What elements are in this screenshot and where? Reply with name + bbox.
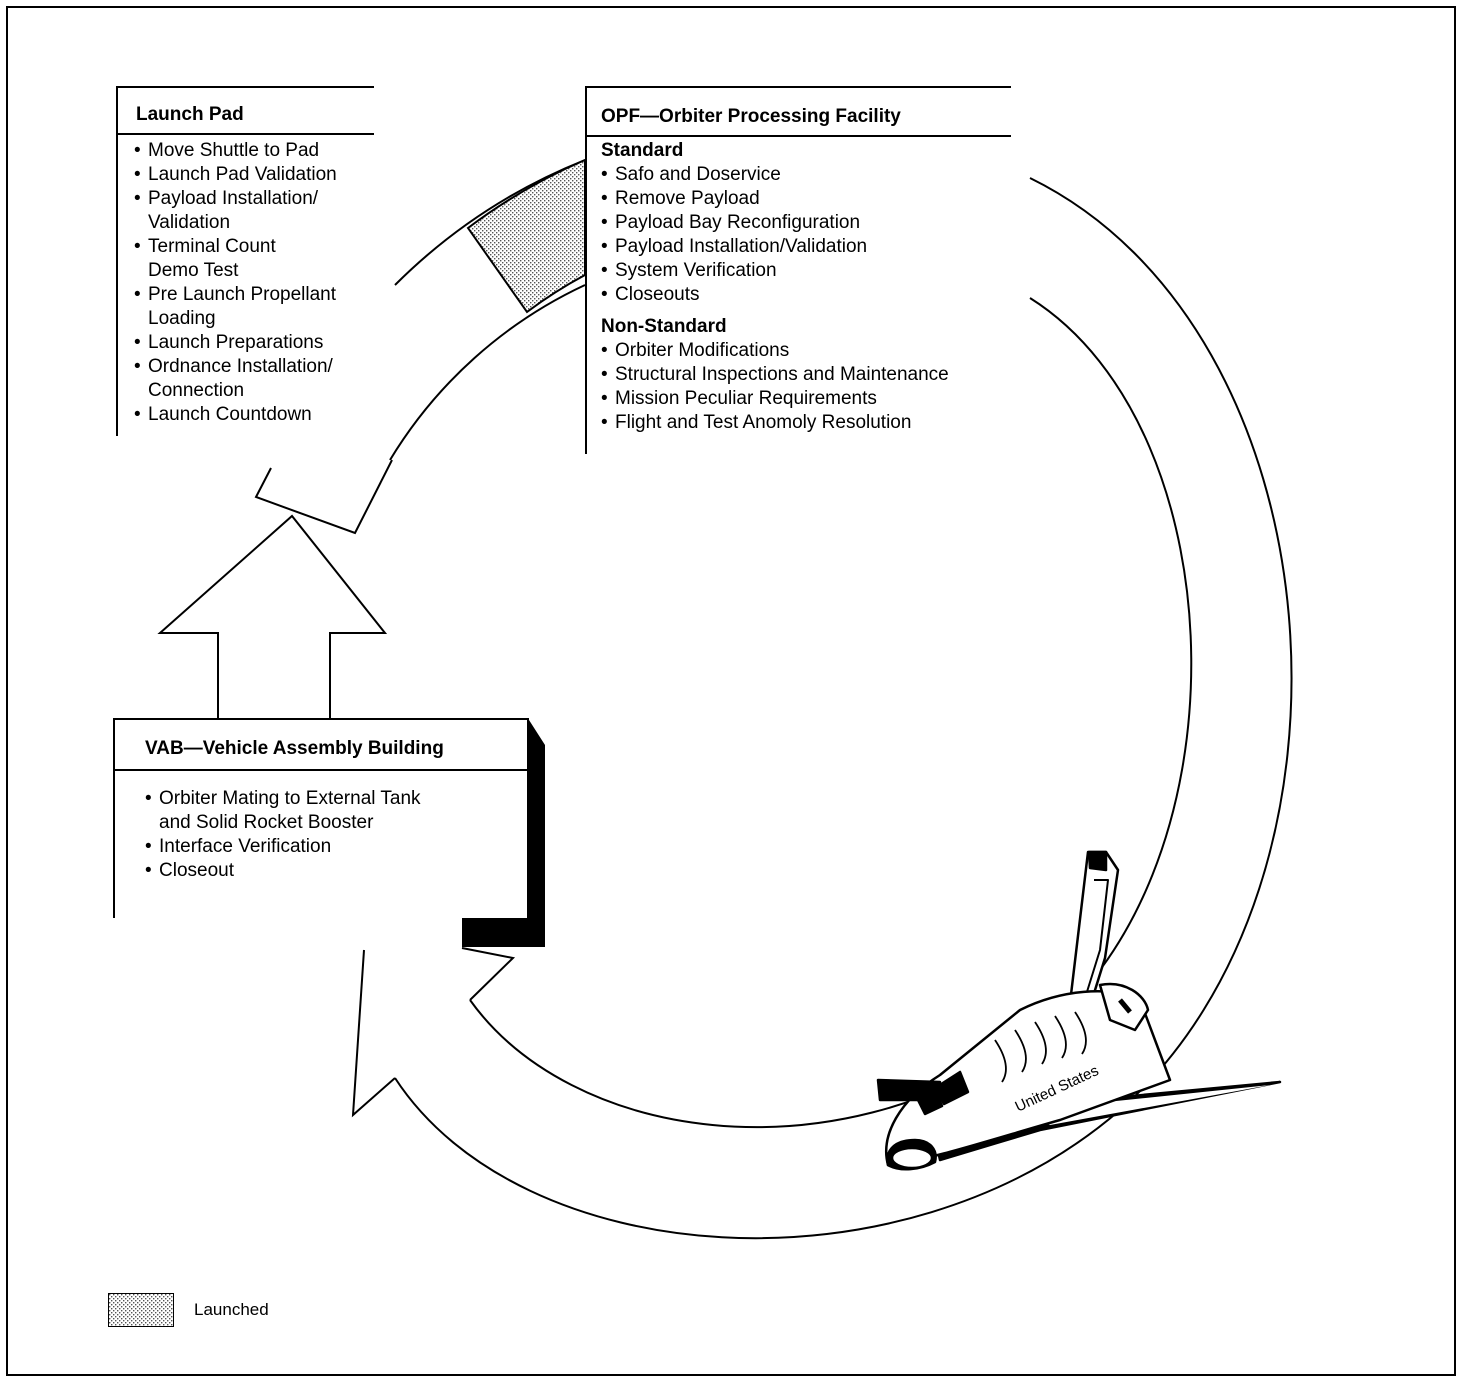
opf-non-standard-task-item: Flight and Test Anomoly Resolution bbox=[601, 411, 1001, 435]
figure-frame bbox=[6, 6, 1456, 1376]
opf-standard-task-item: Closeouts bbox=[601, 283, 1001, 307]
opf-non-standard-task-item: Structural Inspections and Maintenance bbox=[601, 363, 1001, 387]
launch-pad-task-item: Move Shuttle to Pad bbox=[134, 139, 366, 163]
vab-task-item: Interface Verification bbox=[145, 835, 527, 859]
vab-task-item: Closeout bbox=[145, 859, 527, 883]
arrowhead-into-vab bbox=[351, 947, 516, 1118]
opf-box: OPF—Orbiter Processing Facility Standard… bbox=[585, 86, 1011, 454]
launch-pad-task-item: Ordnance Installation/ Connection bbox=[134, 355, 366, 403]
launch-pad-task-item: Payload Installation/ Validation bbox=[134, 187, 366, 235]
launched-segment bbox=[466, 158, 586, 314]
opf-non-standard-task-item: Mission Peculiar Requirements bbox=[601, 387, 1001, 411]
vab-task-list: Orbiter Mating to External Tank and Soli… bbox=[115, 771, 527, 883]
launch-pad-task-item: Launch Pad Validation bbox=[134, 163, 366, 187]
opf-standard-task-item: System Verification bbox=[601, 259, 1001, 283]
space-shuttle-illustration bbox=[876, 850, 1282, 1171]
legend-launched-swatch bbox=[108, 1293, 174, 1327]
opf-standard-task-item: Payload Bay Reconfiguration bbox=[601, 211, 1001, 235]
opf-standard-task-list: Safo and DoserviceRemove PayloadPayload … bbox=[601, 163, 1001, 307]
launch-pad-task-item: Pre Launch Propellant Loading bbox=[134, 283, 366, 331]
arrowhead-into-launch-pad bbox=[254, 459, 393, 535]
launch-pad-task-item: Launch Preparations bbox=[134, 331, 366, 355]
opf-standard-heading: Standard bbox=[601, 140, 684, 161]
opf-title: OPF—Orbiter Processing Facility bbox=[587, 88, 1011, 137]
legend-launched-label: Launched bbox=[194, 1300, 269, 1319]
cycle-arc-opf-to-pad-inner bbox=[389, 284, 586, 461]
vab-title: VAB—Vehicle Assembly Building bbox=[115, 720, 527, 771]
opf-non-standard-heading: Non-Standard bbox=[601, 316, 727, 337]
vab-task-item: Orbiter Mating to External Tank and Soli… bbox=[145, 787, 527, 835]
opf-non-standard-task-list: Orbiter ModificationsStructural Inspecti… bbox=[601, 339, 1001, 435]
arrow-vab-to-launch-pad bbox=[157, 514, 388, 718]
vab-box: VAB—Vehicle Assembly Building Orbiter Ma… bbox=[113, 718, 529, 918]
launch-pad-task-item: Terminal Count Demo Test bbox=[134, 235, 366, 283]
vab-box-shadow bbox=[462, 720, 545, 947]
opf-standard-task-item: Payload Installation/Validation bbox=[601, 235, 1001, 259]
opf-standard-task-item: Safo and Doservice bbox=[601, 163, 1001, 187]
launch-pad-title: Launch Pad bbox=[118, 88, 374, 135]
launch-pad-task-list: Move Shuttle to PadLaunch Pad Validation… bbox=[118, 135, 374, 427]
opf-non-standard-task-item: Orbiter Modifications bbox=[601, 339, 1001, 363]
launch-pad-task-item: Launch Countdown bbox=[134, 403, 366, 427]
launch-pad-box: Launch Pad Move Shuttle to PadLaunch Pad… bbox=[116, 86, 374, 436]
opf-standard-task-item: Remove Payload bbox=[601, 187, 1001, 211]
